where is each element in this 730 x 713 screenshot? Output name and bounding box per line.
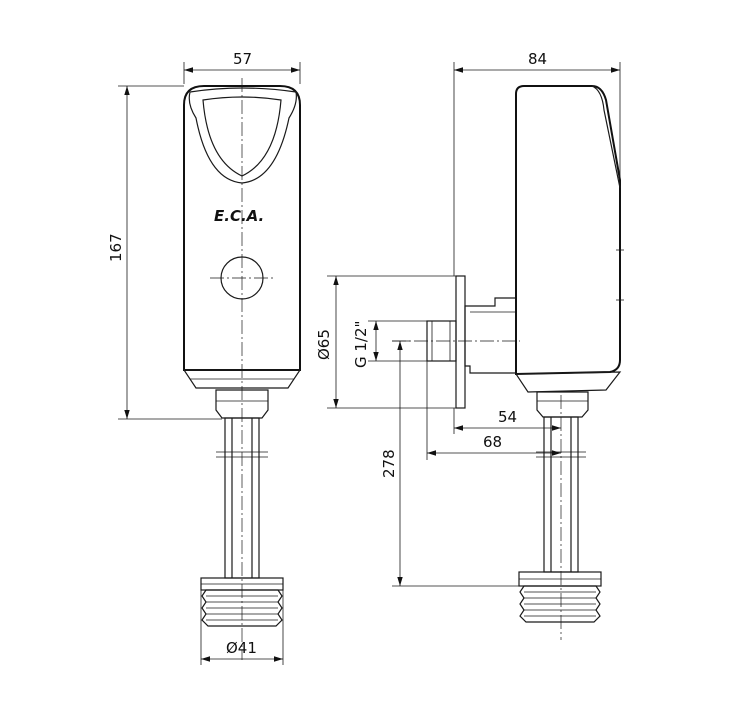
wall-flange xyxy=(455,275,466,409)
brand-logo: E.C.A. xyxy=(214,207,264,225)
side-body xyxy=(515,85,621,376)
side-collar xyxy=(536,391,589,418)
dim-thread: G 1/2" xyxy=(352,321,370,368)
dim-height-278: 278 xyxy=(380,449,398,478)
side-view xyxy=(392,85,624,640)
front-body xyxy=(183,85,301,371)
sensor-window-inner xyxy=(202,96,282,177)
dim-width-57: 57 xyxy=(233,50,252,68)
dim-offset-54: 54 xyxy=(498,408,517,426)
side-body-bottom xyxy=(514,371,622,393)
front-view: E.C.A. xyxy=(182,78,302,660)
side-seal xyxy=(519,585,601,623)
side-front-face xyxy=(591,85,621,189)
side-dimensions: 84 Ø65 G 1/2" 54 68 278 xyxy=(315,50,621,587)
dim-diameter-41: Ø41 xyxy=(226,639,257,657)
dim-height-167: 167 xyxy=(107,233,125,262)
front-seal xyxy=(201,589,283,627)
dim-offset-68: 68 xyxy=(483,433,502,451)
front-body-bottom xyxy=(182,369,302,389)
front-dimensions: 57 167 Ø41 xyxy=(107,50,301,665)
connection-body xyxy=(464,297,517,374)
front-collar xyxy=(215,389,269,419)
sensor-window xyxy=(188,87,297,184)
dim-diameter-65: Ø65 xyxy=(315,329,333,360)
dim-depth-84: 84 xyxy=(528,50,547,68)
